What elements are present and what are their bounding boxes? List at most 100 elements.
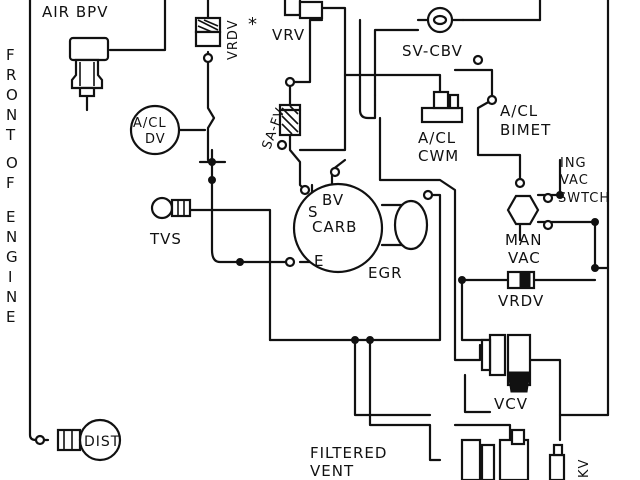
acl-dv-label-2: DV — [145, 132, 166, 147]
side-letter: N — [6, 106, 17, 124]
tvs-switch — [150, 196, 192, 220]
vrdv-top-valve — [194, 16, 222, 48]
hose-vrdv-down — [206, 50, 216, 162]
hose-bottom-vert — [353, 338, 432, 417]
hose-vrdv-left — [460, 278, 492, 342]
acl-cwm-label-2: CWM — [418, 147, 459, 165]
sv-cbv-valve — [416, 6, 465, 34]
hose-sa-fv-bottom — [288, 133, 307, 192]
acl-cwm-label-1: A/CL — [418, 129, 456, 147]
junction-dot — [208, 176, 216, 184]
sv-cbv-label: SV-CBV — [402, 42, 463, 60]
hose-tvs — [188, 208, 272, 264]
vrdv-bottom-label: VRDV — [498, 292, 544, 310]
hose-sv-cbv — [373, 28, 420, 97]
man-vac-label-1: MAN — [505, 231, 542, 249]
vcv-tip — [507, 371, 531, 393]
acl-dv-label-1: A/CL — [133, 116, 167, 131]
vrdv-top-label: VRDV — [226, 19, 241, 60]
port-circle — [284, 256, 296, 268]
vrv-valve: * — [248, 0, 324, 35]
hose-vrv-right — [298, 6, 347, 152]
air-bpv-stem — [70, 58, 104, 90]
port-circle — [202, 52, 214, 64]
hose-vcv — [378, 116, 482, 362]
port-circle — [542, 192, 554, 204]
filtered-vent-label-1: FILTERED — [310, 444, 387, 462]
hose-man-vac-right — [536, 220, 610, 270]
hose-sa-fv-top — [288, 18, 324, 107]
vcv-label: VCV — [494, 395, 528, 413]
acl-cwm-tab — [448, 93, 460, 110]
hose-dist — [28, 0, 50, 442]
acl-cwm-motor — [420, 90, 464, 124]
egr-body — [393, 199, 429, 251]
junction-dot — [591, 218, 599, 226]
junction-dot — [556, 191, 564, 199]
side-letter: T — [5, 126, 16, 144]
filtered-vent-label-2: VENT — [310, 462, 354, 480]
air-bpv-base — [78, 86, 96, 98]
side-letter: G — [6, 248, 18, 266]
air-bpv-label: AIR BPV — [42, 3, 108, 21]
vrv-star-icon: * — [248, 14, 257, 35]
tvs-bulb — [150, 196, 174, 220]
acl-bimet-label-2: BIMET — [500, 121, 551, 139]
acl-bimet-label-1: A/CL — [500, 102, 538, 120]
junction-dot — [458, 276, 466, 284]
carb-s-label: S — [308, 203, 319, 221]
vcv-left-block — [488, 333, 507, 377]
ing-vac-label-1: ING — [560, 156, 587, 171]
junction-dot — [236, 258, 244, 266]
man-vac-label-2: VAC — [508, 249, 541, 267]
dist-connector — [56, 428, 82, 452]
dist-body — [78, 418, 122, 462]
acl-cwm-top — [432, 90, 450, 110]
carb-e-label: E — [314, 252, 324, 270]
port-circle — [284, 76, 296, 88]
vent-block — [460, 438, 482, 480]
port-circle — [299, 184, 311, 196]
hose-vrv-right-2 — [358, 18, 377, 120]
air-bpv-body — [68, 36, 110, 62]
junction-dot — [591, 264, 599, 272]
kv-cap — [552, 443, 564, 457]
ing-vac-hex — [506, 194, 540, 226]
port-circle — [472, 54, 484, 66]
port-circle — [514, 177, 526, 189]
junction-dot — [351, 336, 359, 344]
ing-vac-label-2: VAC — [560, 173, 589, 188]
hose-main-vertical — [210, 148, 292, 264]
distributor — [56, 418, 122, 462]
junction-dots — [208, 158, 599, 344]
side-letter: R — [6, 66, 16, 84]
acl-cwm-body — [420, 106, 464, 124]
hose-vcv-right — [528, 358, 562, 442]
vcv-left-tab — [480, 338, 492, 372]
kv-label: KV — [577, 459, 592, 478]
hose-ing-vac — [536, 158, 562, 197]
vrv-body — [283, 0, 302, 17]
vrv-right — [298, 0, 324, 20]
carb-body — [292, 182, 384, 274]
side-letter: O — [6, 86, 18, 104]
bottom-right-components — [460, 428, 566, 480]
side-letter: N — [6, 228, 17, 246]
side-letter: O — [6, 154, 18, 172]
port-circle — [276, 139, 288, 151]
dist-label: DIST — [84, 434, 120, 450]
front-of-engine-label: F R O N T O F E N G I N E — [5, 46, 18, 326]
vacuum-hoses — [28, 0, 610, 462]
junction-dot — [208, 158, 216, 166]
side-letter: F — [6, 46, 15, 64]
ing-vac-switch — [506, 194, 540, 226]
egr-label: EGR — [368, 264, 403, 282]
vrdv-top-lower — [194, 30, 222, 48]
hose-vcv-left — [463, 373, 492, 414]
side-letter: N — [6, 288, 17, 306]
port-circle — [486, 94, 498, 106]
air-bpv-valve — [68, 36, 110, 98]
hose-bottom-vert-2 — [368, 338, 442, 462]
port-circles — [34, 52, 554, 446]
